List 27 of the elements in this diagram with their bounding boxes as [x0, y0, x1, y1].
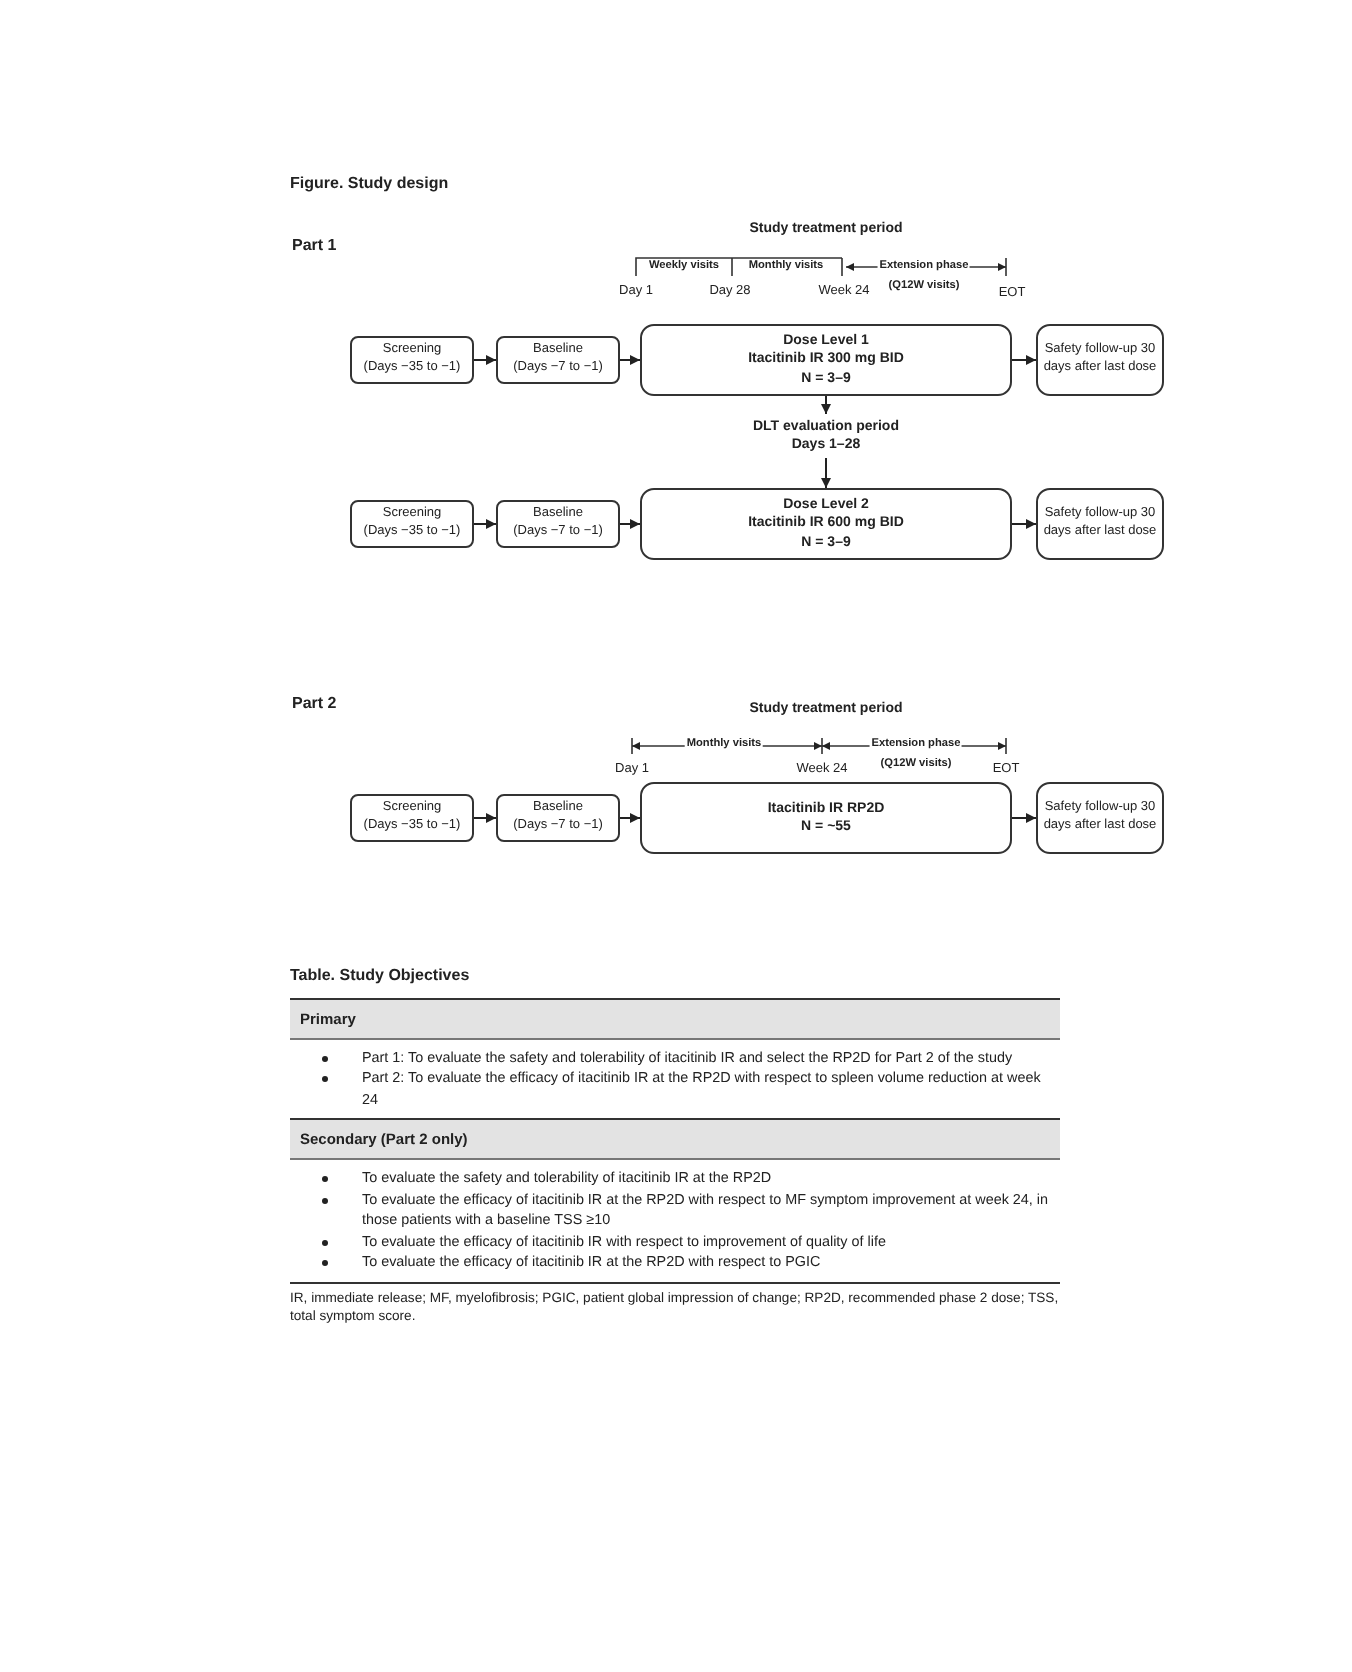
follow-up-box: [1036, 488, 1164, 560]
process-box: [350, 500, 474, 548]
arrow: [619, 813, 641, 823]
arrow: [1011, 813, 1037, 823]
part-heading: Part 2: [290, 694, 339, 714]
treatment-box: [640, 782, 1012, 854]
arrow: [473, 813, 497, 823]
treatment-box: [640, 324, 1012, 396]
process-box: [350, 336, 474, 384]
process-box: [496, 794, 620, 842]
process-box: [350, 794, 474, 842]
arrow: [473, 519, 497, 529]
arrow: [619, 519, 641, 529]
arrow: [821, 395, 831, 415]
table-title: Table. Study Objectives: [290, 966, 472, 984]
follow-up-box: [1036, 782, 1164, 854]
arrow: [1011, 355, 1037, 365]
arrow: [1011, 519, 1037, 529]
follow-up-box: [1036, 324, 1164, 396]
arrow: [821, 457, 831, 489]
treatment-box: [640, 488, 1012, 560]
part-heading: Part 1: [290, 236, 339, 256]
arrow: [619, 355, 641, 365]
arrow: [473, 355, 497, 365]
process-box: [496, 336, 620, 384]
figure-title: Figure. Study design: [290, 174, 449, 192]
process-box: [496, 500, 620, 548]
